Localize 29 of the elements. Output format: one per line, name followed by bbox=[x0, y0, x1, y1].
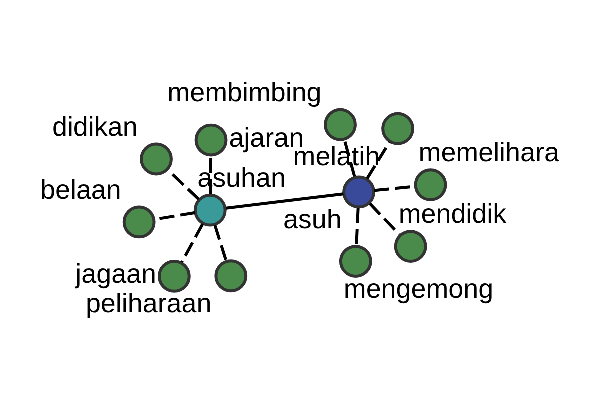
connector bbox=[180, 223, 204, 263]
node-circle bbox=[194, 193, 227, 226]
node-circle bbox=[140, 142, 173, 176]
connector bbox=[343, 138, 356, 176]
connector bbox=[214, 224, 228, 262]
node-circle bbox=[342, 175, 376, 208]
node-label: mendidik bbox=[398, 198, 507, 229]
node-circle bbox=[382, 112, 414, 145]
node-circle bbox=[394, 230, 428, 262]
node-label: peliharaan bbox=[86, 288, 212, 318]
node-label: membimbing bbox=[168, 77, 322, 108]
connector bbox=[368, 202, 400, 235]
node-label: didikan bbox=[52, 111, 138, 142]
connector bbox=[366, 140, 392, 180]
node-circle bbox=[158, 259, 191, 292]
node-label: memelihara bbox=[418, 137, 560, 168]
node-circle bbox=[122, 205, 156, 238]
node-label: belaan bbox=[40, 174, 122, 204]
node-label: asuhan bbox=[198, 162, 286, 192]
node-label: jagaan bbox=[76, 258, 156, 289]
node-circle bbox=[214, 259, 248, 292]
node-circle bbox=[414, 168, 448, 201]
node-circle bbox=[339, 244, 372, 278]
node-label: asuh bbox=[283, 204, 342, 234]
node-circle bbox=[194, 123, 228, 156]
node-circle bbox=[324, 108, 357, 141]
node-label: mengemong bbox=[344, 274, 494, 304]
connector bbox=[355, 208, 360, 246]
connector bbox=[226, 192, 344, 210]
